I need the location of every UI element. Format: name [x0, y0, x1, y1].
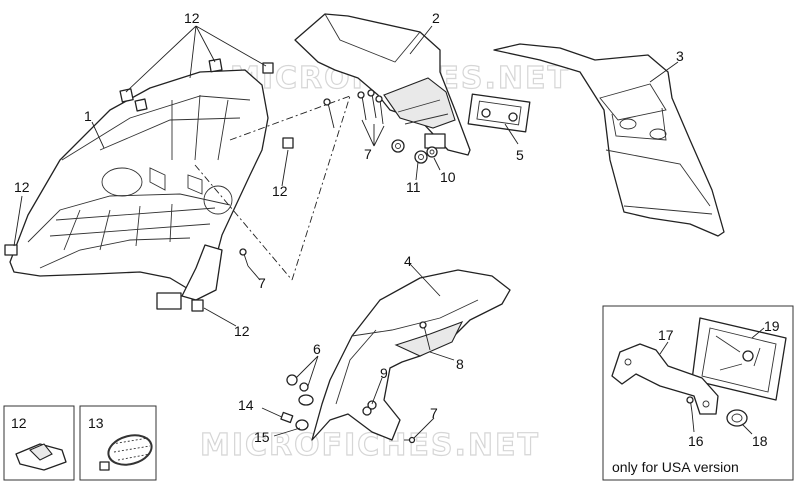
callout-labels: 12 1 2 3 5 7 11 10 12 12 7 12 4 6 8 9 14…	[14, 10, 684, 445]
callout-14: 14	[238, 397, 254, 413]
part-12-clips	[4, 58, 294, 312]
callout-11: 11	[406, 179, 421, 195]
callout-1: 1	[84, 108, 92, 124]
callout-18: 18	[752, 433, 768, 449]
part-3-plate-holder	[493, 43, 725, 237]
hardware-lower	[239, 248, 431, 444]
inset-13-label: 13	[88, 415, 104, 431]
watermark-bottom: MICROFICHES.NET	[200, 428, 540, 463]
callout-2: 2	[432, 10, 440, 26]
part-7-screws-top	[323, 89, 384, 129]
part-5-reflector	[467, 93, 531, 133]
assembly-line-a	[194, 164, 293, 281]
part-1-undertray	[9, 69, 269, 301]
callout-4: 4	[404, 253, 412, 269]
callout-12-left: 12	[14, 179, 30, 195]
inset-part-12: 12	[3, 405, 75, 481]
callout-7-bottom: 7	[430, 405, 438, 421]
callout-12-top: 12	[184, 10, 200, 26]
callout-17: 17	[658, 327, 674, 343]
part-4-hugger	[311, 269, 511, 441]
callout-9: 9	[380, 365, 388, 381]
callout-8: 8	[456, 356, 464, 372]
leader-lines	[13, 25, 679, 439]
part-2-rear-bracket	[294, 13, 471, 156]
callout-15: 15	[254, 429, 270, 445]
callout-5: 5	[516, 147, 524, 163]
callout-12-mid: 12	[272, 183, 288, 199]
callout-7-mid: 7	[258, 275, 266, 291]
assembly-line-b	[291, 95, 351, 281]
part-10-11-nuts	[391, 139, 438, 164]
inset-usa-version: 17 19 16 18 only for USA version	[602, 305, 794, 481]
usa-caption: only for USA version	[612, 459, 739, 475]
callout-16: 16	[688, 433, 704, 449]
callout-10: 10	[440, 169, 456, 185]
inset-12-label: 12	[11, 415, 27, 431]
inset-part-13: 13	[79, 405, 157, 481]
callout-12-bottom: 12	[234, 323, 250, 339]
callout-6: 6	[313, 341, 321, 357]
callout-3: 3	[676, 48, 684, 64]
callout-19: 19	[764, 318, 780, 334]
callout-7-top: 7	[364, 146, 372, 162]
